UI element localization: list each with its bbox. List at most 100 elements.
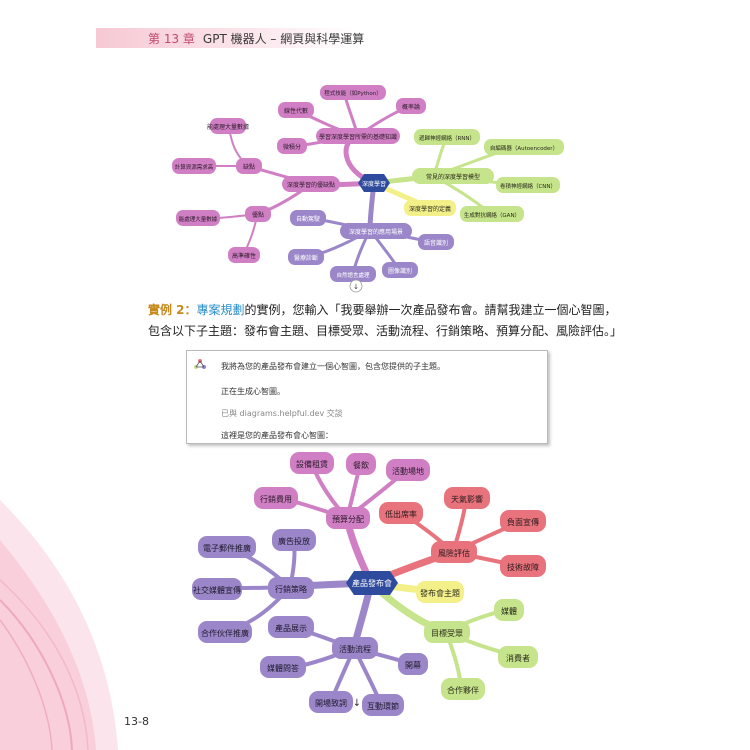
svg-text:生成對抗網絡（GAN）: 生成對抗網絡（GAN） bbox=[464, 211, 520, 219]
svg-text:自編碼器（Autoencoder）: 自編碼器（Autoencoder） bbox=[490, 144, 558, 152]
svg-text:語音識別: 語音識別 bbox=[424, 239, 448, 247]
mm2-node-marketing: 行銷策略 bbox=[268, 577, 314, 599]
header-accent-bar bbox=[96, 28, 356, 48]
svg-text:媒體: 媒體 bbox=[501, 606, 517, 616]
svg-text:能處理大量數據: 能處理大量數據 bbox=[207, 123, 249, 131]
svg-text:深度學習的應用場景: 深度學習的應用場景 bbox=[349, 228, 403, 236]
chat-message-3: 這裡是您的產品發布會心智圖： bbox=[221, 431, 333, 440]
mm2-node-budget: 預算分配 bbox=[326, 507, 370, 529]
mm2-node-consumers: 消費者 bbox=[498, 646, 538, 668]
mm1-node-high-accuracy: 高準確性 bbox=[228, 247, 260, 263]
svg-text:優點: 優點 bbox=[252, 211, 264, 219]
mm2-node-equipment: 設備租賃 bbox=[290, 452, 334, 474]
chapter-title: GPT 機器人 – 網頁與科學運算 bbox=[202, 32, 365, 46]
chat-tool-status[interactable]: 已與 diagrams.helpful.dev 交談 bbox=[221, 409, 343, 418]
scroll-down-icon[interactable]: ↓ bbox=[353, 698, 361, 709]
mm1-node-applications: 深度學習的應用場景 bbox=[340, 223, 412, 239]
svg-text:風險評估: 風險評估 bbox=[438, 548, 470, 558]
svg-text:開場致詞: 開場致詞 bbox=[315, 698, 347, 708]
svg-text:媒體問答: 媒體問答 bbox=[267, 663, 299, 673]
svg-text:產品發布會: 產品發布會 bbox=[352, 578, 392, 588]
mm1-node-basics: 學習深度學習所需的基礎知識 bbox=[316, 128, 400, 144]
svg-text:概率論: 概率論 bbox=[402, 103, 420, 111]
svg-text:合作夥伴: 合作夥伴 bbox=[447, 685, 479, 695]
mm1-node-linear-algebra: 線性代數 bbox=[278, 102, 314, 118]
svg-text:發布會主題: 發布會主題 bbox=[420, 588, 460, 598]
mm2-node-negative-pr: 負面宣傳 bbox=[500, 510, 546, 532]
mm1-node-probability: 概率論 bbox=[396, 98, 426, 114]
svg-text:圖像識別: 圖像識別 bbox=[388, 267, 412, 275]
mm2-node-opening-speech: 開場致詞 bbox=[309, 691, 353, 713]
svg-text:負面宣傳: 負面宣傳 bbox=[507, 517, 539, 527]
mm2-node-interaction: 互動環節 bbox=[362, 694, 404, 716]
svg-text:活動流程: 活動流程 bbox=[339, 644, 371, 654]
example-label: 實例 2： bbox=[148, 303, 197, 317]
mm1-center-node: 深度學習 bbox=[358, 174, 390, 192]
svg-text:技術故障: 技術故障 bbox=[507, 562, 539, 572]
svg-text:計算資源需求高: 計算資源需求高 bbox=[175, 163, 214, 171]
example-line-2: 包含以下子主題：發布會主題、目標受眾、活動流程、行銷策略、預算分配、風險評估。」 bbox=[148, 324, 623, 338]
mm1-node-big-data: 能處理大量數據 bbox=[176, 210, 220, 226]
svg-text:學習深度學習所需的基礎知識: 學習深度學習所需的基礎知識 bbox=[319, 133, 397, 141]
svg-text:↓: ↓ bbox=[353, 698, 361, 709]
svg-text:設備租賃: 設備租賃 bbox=[296, 459, 328, 469]
svg-text:餐飲: 餐飲 bbox=[353, 460, 369, 470]
mm1-node-speech-recognition: 語音識別 bbox=[418, 234, 454, 250]
svg-text:常見的深度學習模型: 常見的深度學習模型 bbox=[426, 173, 480, 181]
scroll-down-icon[interactable]: ↓ bbox=[349, 279, 363, 293]
mm2-node-marketing-cost: 行銷費用 bbox=[254, 487, 298, 509]
mm2-node-opening: 開幕 bbox=[398, 653, 428, 675]
svg-text:深度學習: 深度學習 bbox=[362, 180, 386, 188]
svg-text:產品展示: 產品展示 bbox=[275, 623, 307, 633]
svg-text:自動駕駛: 自動駕駛 bbox=[296, 215, 320, 223]
svg-text:線性代數: 線性代數 bbox=[284, 107, 308, 115]
mm1-node-medical: 醫療診斷 bbox=[288, 249, 324, 265]
mm2-node-theme: 發布會主題 bbox=[416, 581, 464, 603]
mm1-node-self-driving: 自動駕駛 bbox=[290, 210, 326, 226]
svg-text:卷積神經網絡（CNN）: 卷積神經網絡（CNN） bbox=[500, 182, 556, 190]
mm1-node-image-recognition: 圖像識別 bbox=[382, 262, 418, 278]
mm1-node-calculus: 微積分 bbox=[277, 138, 307, 154]
chat-message-1: 我將為您的產品發布會建立一個心智圖，包含您提供的子主題。 bbox=[221, 362, 445, 371]
svg-text:廣告投放: 廣告投放 bbox=[278, 536, 310, 546]
mm2-node-risk: 風險評估 bbox=[431, 541, 477, 563]
example-line-1-rest: 的實例，您輸入「我要舉辦一次產品發布會。請幫我建立一個心智圖， bbox=[244, 303, 617, 317]
svg-text:社交媒體宣傳: 社交媒體宣傳 bbox=[193, 585, 241, 595]
mm1-node-definition: 深度學習的定義 bbox=[404, 200, 456, 216]
svg-text:深度學習的定義: 深度學習的定義 bbox=[409, 205, 451, 213]
svg-text:合作伙伴推廣: 合作伙伴推廣 bbox=[201, 628, 249, 638]
svg-text:行銷費用: 行銷費用 bbox=[260, 494, 292, 504]
plugin-avatar-icon bbox=[194, 359, 206, 369]
mm1-node-gan: 生成對抗網絡（GAN） bbox=[460, 206, 524, 222]
mm2-node-ads: 廣告投放 bbox=[272, 529, 316, 551]
svg-text:消費者: 消費者 bbox=[506, 653, 530, 663]
chat-message-2: 正在生成心智圖。 bbox=[221, 387, 285, 396]
mm1-node-nlp: 自然語言處理 bbox=[330, 266, 376, 282]
mm2-node-venue: 活動場地 bbox=[386, 459, 430, 481]
mm2-node-agenda: 活動流程 bbox=[332, 637, 378, 659]
svg-text:電子郵件推廣: 電子郵件推廣 bbox=[203, 543, 251, 553]
mm2-node-email: 電子郵件推廣 bbox=[198, 536, 256, 558]
svg-text:能處理大量數據: 能處理大量數據 bbox=[179, 215, 218, 223]
mm2-node-tech-failure: 技術故障 bbox=[500, 555, 546, 577]
svg-text:遞歸神經網絡（RNN）: 遞歸神經網絡（RNN） bbox=[419, 134, 475, 142]
svg-text:互動環節: 互動環節 bbox=[367, 701, 399, 711]
svg-text:↓: ↓ bbox=[353, 283, 359, 291]
mm2-center-node: 產品發布會 bbox=[346, 571, 398, 595]
svg-text:醫療診斷: 醫療診斷 bbox=[294, 254, 318, 262]
mm1-node-cnn: 卷積神經網絡（CNN） bbox=[496, 177, 560, 193]
page-number: 13-8 bbox=[124, 715, 149, 728]
mm1-node-pros: 優點 bbox=[245, 206, 271, 222]
example-paragraph: 實例 2：專案規劃的實例，您輸入「我要舉辦一次產品發布會。請幫我建立一個心智圖，… bbox=[148, 300, 623, 342]
mm2-node-partners: 合作夥伴 bbox=[441, 678, 485, 700]
svg-text:深度學習的優缺點: 深度學習的優缺點 bbox=[287, 181, 335, 189]
mm1-node-cons: 缺點 bbox=[236, 158, 262, 174]
svg-text:高準確性: 高準確性 bbox=[232, 252, 256, 260]
mm2-node-low-attendance: 低出席率 bbox=[379, 502, 423, 524]
chat-response-box: 我將為您的產品發布會建立一個心智圖，包含您提供的子主題。 正在生成心智圖。 已與… bbox=[186, 350, 548, 444]
svg-text:行銷策略: 行銷策略 bbox=[275, 584, 307, 594]
svg-text:缺點: 缺點 bbox=[243, 163, 255, 171]
